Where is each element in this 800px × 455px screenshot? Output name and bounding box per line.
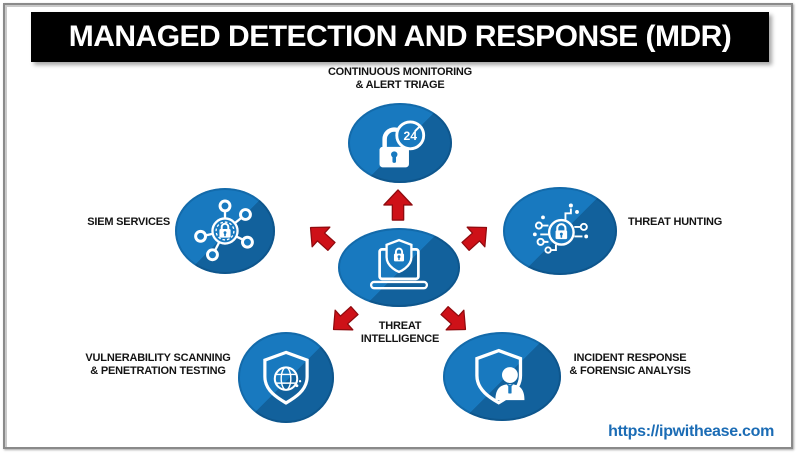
label-incident-response: INCIDENT RESPONSE & FORENSIC ANALYSIS (569, 352, 691, 377)
label-continuous-monitoring: CONTINUOUS MONITORING & ALERT TRIAGE (327, 66, 473, 91)
shield-analyst-icon (475, 348, 525, 405)
node-siem-services (175, 188, 275, 274)
arrow-lower-left-icon (319, 295, 370, 346)
label-vulnerability-scanning: VULNERABILITY SCANNING & PENETRATION TES… (85, 352, 231, 377)
arrow-lower-right-icon (430, 295, 481, 346)
network-lock-icon (194, 199, 254, 262)
site-link[interactable]: https://ipwithease.com (608, 423, 774, 440)
page-title: MANAGED DETECTION AND RESPONSE (MDR) (68, 20, 732, 53)
arrow-upper-right-icon (451, 212, 502, 263)
label-threat-intelligence: THREAT INTELLIGENCE (360, 320, 440, 345)
shield-globe-icon (263, 350, 309, 405)
arrow-up-icon (380, 187, 416, 223)
node-threat-intelligence (338, 228, 460, 307)
circuit-lock-icon (532, 203, 589, 254)
node-continuous-monitoring: 24 (348, 103, 452, 183)
node-threat-hunting (503, 187, 617, 275)
label-threat-hunting: THREAT HUNTING (628, 216, 723, 228)
arrow-upper-left-icon (296, 212, 347, 263)
node-vulnerability-scanning (238, 332, 334, 423)
laptop-shield-lock-icon (369, 238, 429, 289)
clock-24-label: 24 (403, 129, 417, 143)
node-incident-response (443, 332, 561, 421)
padlock-24h-clock-icon: 24 (379, 120, 426, 168)
label-siem-services: SIEM SERVICES (87, 216, 170, 228)
header-bar: MANAGED DETECTION AND RESPONSE (MDR) (31, 12, 769, 62)
